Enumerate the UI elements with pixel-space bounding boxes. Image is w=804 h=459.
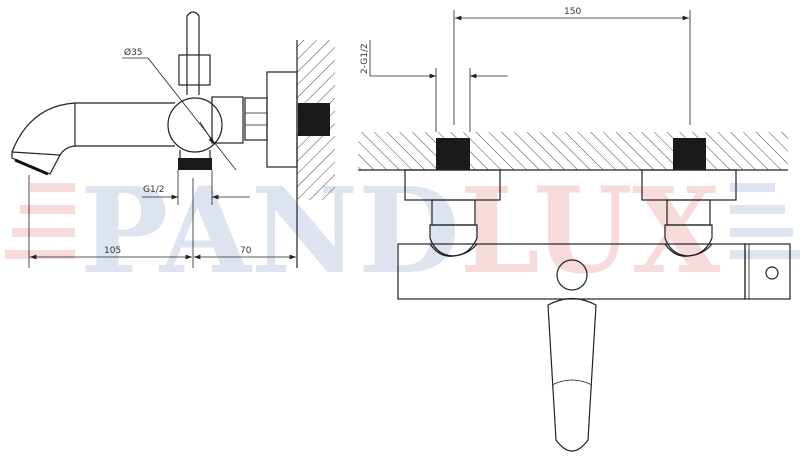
side-view: Ø35 G1/2 105 70: [11, 11, 335, 268]
front-view: 150 2-G1/2: [358, 7, 791, 452]
wall-hatch-front: [358, 132, 788, 170]
handle-collar: [178, 54, 211, 86]
handle-lever: [186, 11, 200, 95]
spout-reach-label: 105: [104, 246, 121, 256]
inlet-thread-label: 2-G1/2: [360, 43, 370, 74]
diverter-knob: [556, 259, 588, 291]
inlet-spacing-label: 150: [564, 7, 581, 17]
inlet-thread-right: [673, 138, 706, 170]
spout-tip: [11, 151, 61, 175]
diameter-label: Ø35: [124, 47, 143, 58]
lever-handle: [547, 297, 597, 452]
outlet-thread-label: G1/2: [143, 185, 164, 195]
inlet-thread-left: [436, 138, 470, 170]
watermark-text-pand: PAND: [80, 161, 460, 300]
valve-body: [167, 97, 223, 153]
knob-indicator: [765, 266, 779, 280]
watermark-stripes-left: [5, 183, 75, 259]
watermark-text-lux: LUX: [460, 161, 720, 300]
watermark-stripes-right: [730, 183, 800, 259]
connector: [244, 97, 268, 141]
spout-bottom: [59, 145, 175, 156]
wall-offset-label: 70: [240, 246, 252, 256]
temperature-knob: [744, 243, 791, 300]
watermark: PAND LUX: [5, 161, 800, 300]
spout-top: [11, 102, 175, 153]
body-arm: [211, 96, 244, 144]
outlet-thread: [178, 158, 212, 170]
wall-inlet-thread: [298, 103, 330, 136]
wall-flange: [266, 71, 298, 168]
